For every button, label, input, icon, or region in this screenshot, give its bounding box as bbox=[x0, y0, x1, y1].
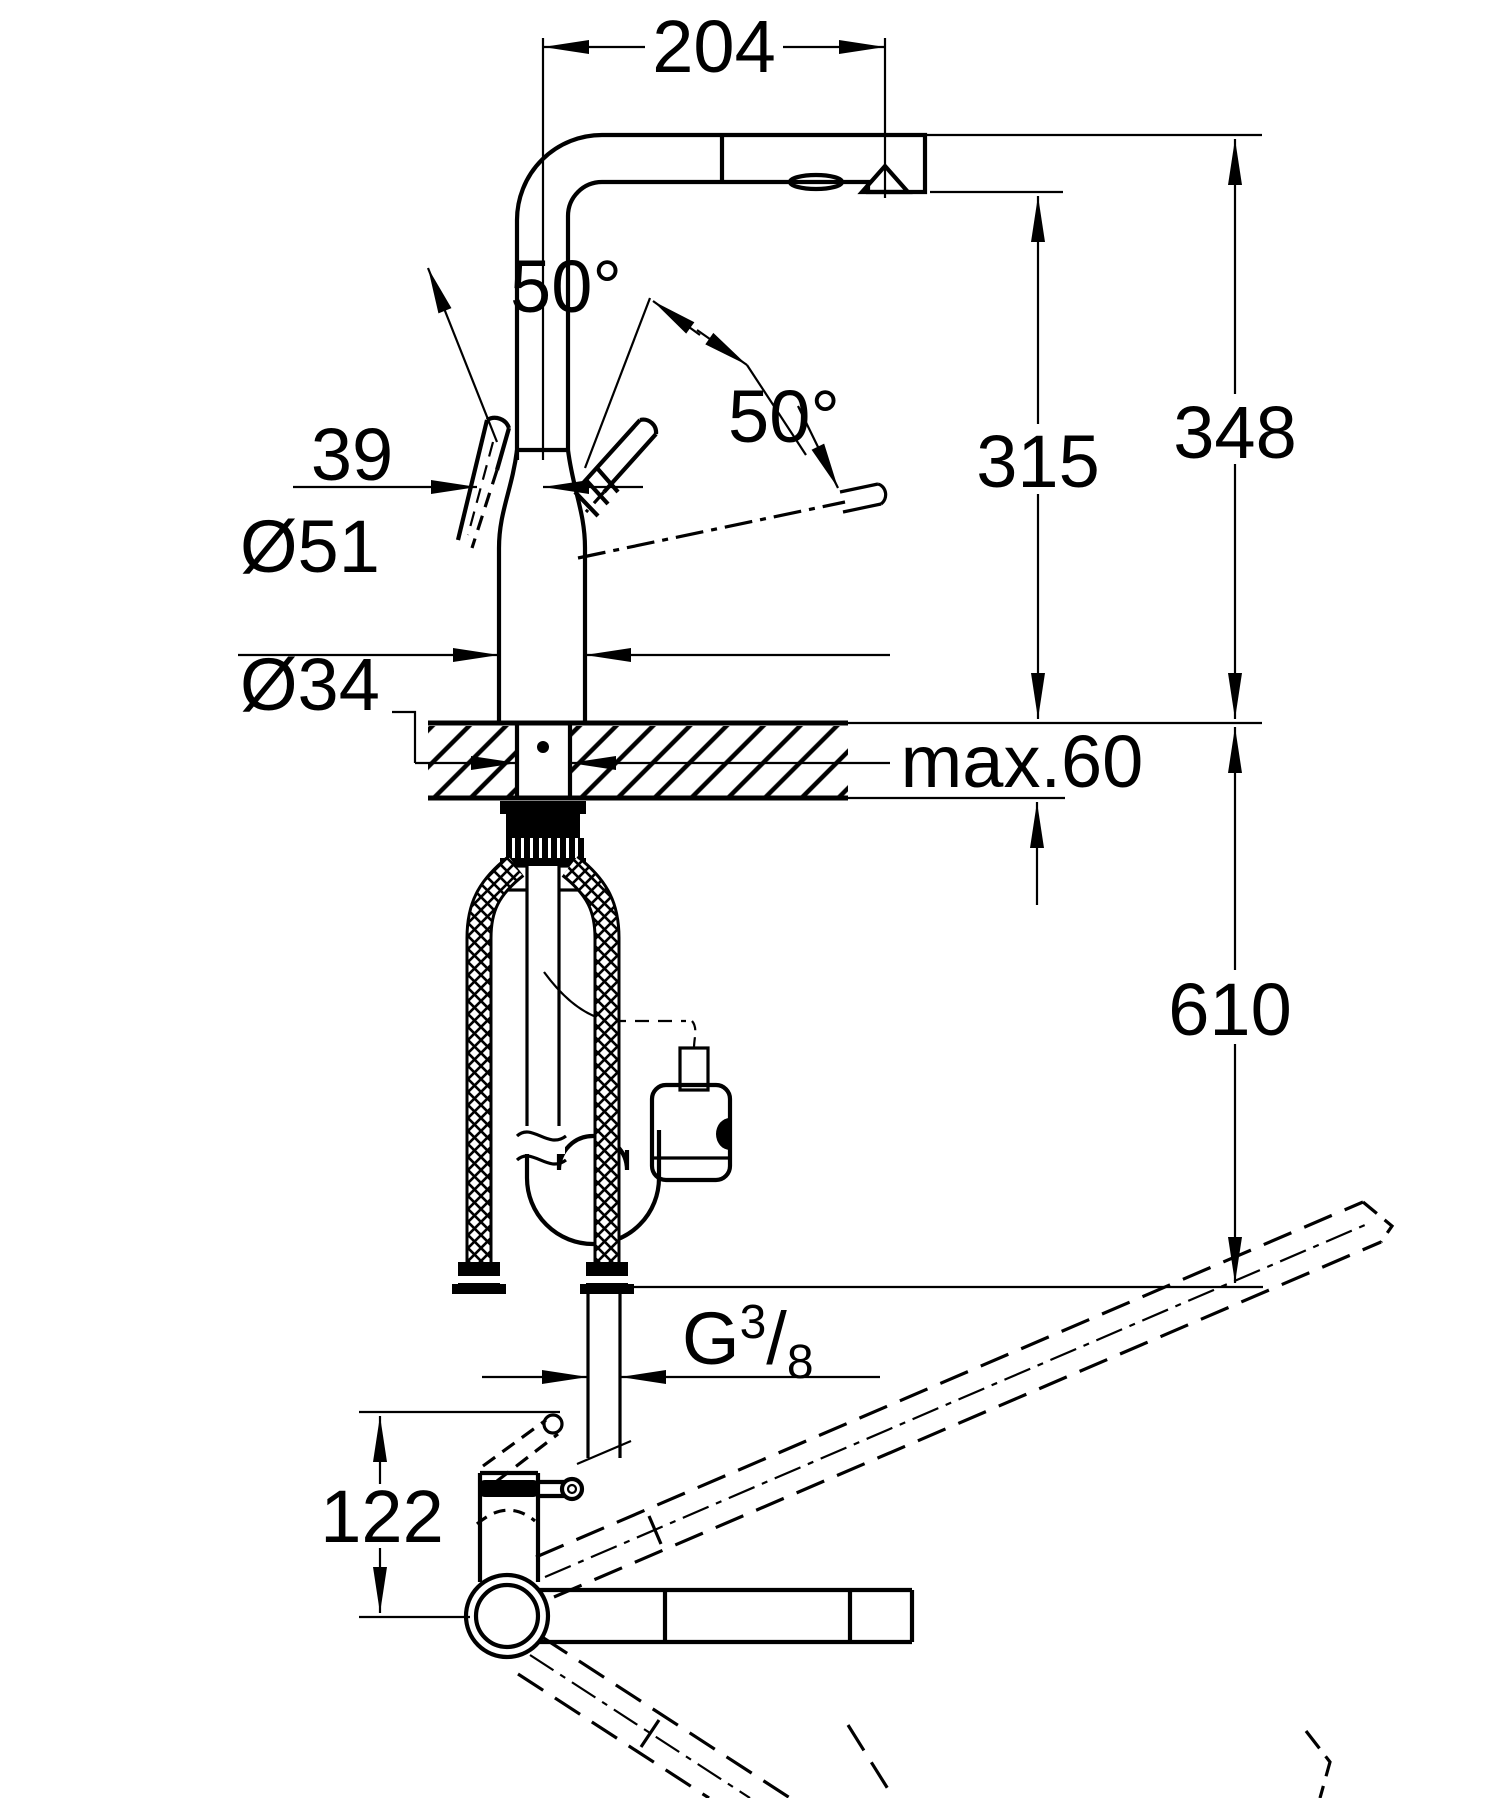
dim-39: 39 bbox=[293, 413, 643, 496]
pipe-break-upper bbox=[515, 1130, 567, 1142]
plan-handle-base bbox=[478, 1480, 540, 1497]
spout-outline bbox=[514, 132, 928, 460]
angle-right-leader bbox=[797, 405, 839, 489]
dim-max60-label: max.60 bbox=[901, 720, 1144, 803]
dim-122-label: 122 bbox=[320, 1475, 443, 1558]
plan-body-arc bbox=[475, 1508, 537, 1526]
tube-break-mark bbox=[576, 1439, 632, 1466]
plan-handle bbox=[478, 1476, 585, 1502]
handle-tilted bbox=[573, 417, 659, 518]
base-inner-circle bbox=[473, 1582, 541, 1650]
dim-315-label: 315 bbox=[976, 420, 1099, 503]
angle-annotations bbox=[426, 267, 839, 489]
pullout-hose-tube bbox=[515, 866, 567, 1166]
plan-swivel-lower-edge-far bbox=[846, 1724, 895, 1798]
shank-detail-dot bbox=[537, 741, 549, 753]
spray-hose-centerline bbox=[577, 500, 846, 560]
weight-notch bbox=[716, 1118, 730, 1150]
dim-diameter-34: Ø34 bbox=[240, 643, 890, 770]
dim-angle-right-label: 50° bbox=[728, 375, 840, 458]
plan-handle-tip bbox=[559, 1476, 585, 1502]
counter-hatch-left bbox=[428, 726, 515, 796]
body-left-edge bbox=[496, 449, 520, 723]
countertop-section bbox=[428, 720, 1262, 801]
angle-right-axis bbox=[583, 297, 652, 469]
dim-348: 348 bbox=[927, 133, 1301, 719]
dim-angle-left-label: 50° bbox=[510, 245, 622, 328]
front-view: 204 50° 50° 39 Ø51 Ø34 315 bbox=[238, 5, 1301, 1466]
plan-swivel-upper-centerline bbox=[544, 1220, 1373, 1579]
dim-39-label: 39 bbox=[311, 413, 393, 496]
connection-tube bbox=[576, 1294, 632, 1466]
dim-diameter-51: Ø51 bbox=[238, 505, 890, 662]
hose-fittings bbox=[452, 1262, 634, 1294]
angle-right-arrow-b bbox=[696, 329, 748, 366]
dim-51-label: Ø51 bbox=[240, 505, 380, 588]
dim-34-label: Ø34 bbox=[240, 643, 380, 726]
supply-hose-left bbox=[468, 857, 523, 1264]
connector-cap bbox=[500, 858, 586, 866]
weight-stub bbox=[678, 1046, 710, 1092]
hose-loop bbox=[524, 1130, 662, 1247]
angle-right-arrow-a bbox=[652, 300, 701, 336]
plan-swivel-lower bbox=[517, 1635, 1332, 1798]
spout bbox=[496, 132, 928, 723]
plan-handle-phantom-tip bbox=[542, 1413, 564, 1435]
dim-315: 315 bbox=[930, 190, 1104, 719]
plan-swivel-lower-tick bbox=[639, 1719, 661, 1748]
supply-hoses bbox=[452, 855, 634, 1294]
handle-tilted-cap bbox=[639, 417, 659, 435]
pullout-spray-phantom bbox=[577, 482, 888, 560]
dim-204-label: 204 bbox=[652, 5, 775, 88]
plan-swivel-lower-tip bbox=[1304, 1730, 1332, 1798]
plan-swivel-upper bbox=[535, 1200, 1395, 1599]
spray-button bbox=[787, 172, 845, 192]
plan-spout bbox=[539, 1587, 915, 1645]
body-right-edge bbox=[565, 449, 588, 723]
plan-view: 122 bbox=[320, 1200, 1395, 1798]
pipe-break-lower bbox=[515, 1154, 567, 1166]
dim-204: 204 bbox=[543, 5, 885, 88]
supply-hose-right bbox=[563, 857, 618, 1264]
plan-swivel-lower-centerline bbox=[529, 1654, 751, 1798]
mounting-nut bbox=[500, 801, 586, 866]
dim-g38: G3/8 bbox=[482, 1296, 880, 1389]
plan-handle-tip-inner bbox=[566, 1483, 578, 1495]
dim-max60: max.60 bbox=[901, 720, 1144, 905]
plan-swivel-upper-tick bbox=[647, 1515, 663, 1545]
aerator-nozzle bbox=[857, 162, 913, 195]
handle-cap bbox=[485, 415, 511, 429]
angle-right-tail bbox=[746, 364, 807, 456]
spray-head-outline bbox=[839, 482, 888, 514]
plan-swivel-upper-tip bbox=[1361, 1200, 1395, 1243]
dim-610-label: 610 bbox=[1168, 968, 1291, 1051]
dim-122: 122 bbox=[320, 1410, 560, 1619]
angle-left-leader bbox=[426, 267, 499, 443]
counter-hatch-right bbox=[572, 726, 848, 796]
hose-weight bbox=[649, 1046, 733, 1183]
dim-610: 610 bbox=[634, 727, 1301, 1289]
base-outer-circle bbox=[463, 1572, 551, 1660]
plan-handle-phantom bbox=[482, 1413, 564, 1483]
dim-g38-label: G3/8 bbox=[682, 1296, 814, 1389]
dim-348-label: 348 bbox=[1173, 391, 1296, 474]
